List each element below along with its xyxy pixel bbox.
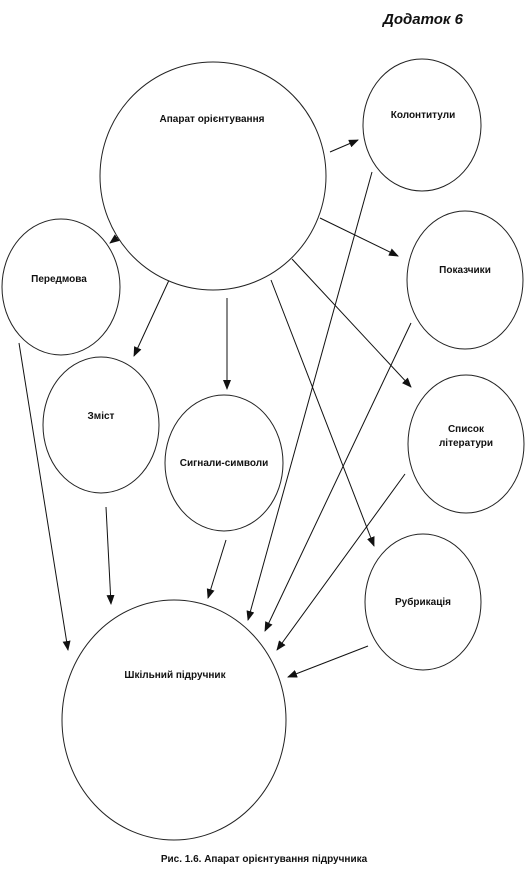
node-kolontytuly: Колонтитули — [362, 58, 482, 192]
node-syhnaly: Сигнали-символи — [164, 394, 284, 532]
node-kolontytuly-label: Колонтитули — [391, 110, 455, 121]
node-rubrykatsiia: Рубрикація — [364, 533, 482, 671]
edge-peredmova-to-pidruchnyk — [18, 342, 71, 651]
edge-aparat-to-pokazhchyky — [319, 217, 399, 257]
node-aparat: Апарат орієнтування — [99, 61, 327, 291]
node-pidruchnyk: Шкільний підручник — [61, 599, 287, 841]
node-peredmova: Передмова — [1, 218, 121, 356]
node-pokazhchyky-label: Показчики — [439, 265, 491, 276]
edge-syhnaly-to-pidruchnyk — [206, 539, 227, 599]
node-syhnaly-label: Сигнали-символи — [180, 458, 268, 469]
node-spysok: Список літератури — [407, 374, 525, 514]
node-aparat-label: Апарат орієнтування — [160, 114, 265, 125]
node-spysok-label-line1: Список — [448, 424, 485, 435]
edge-aparat-to-zmist — [133, 277, 171, 357]
node-pokazhchyky: Показчики — [406, 210, 524, 350]
edge-aparat-to-kolontytuly — [329, 139, 359, 153]
appendix-label: Додаток 6 — [381, 11, 464, 28]
node-zmist: Зміст — [42, 356, 160, 494]
edges — [18, 139, 412, 678]
edge-spysok-to-pidruchnyk — [276, 473, 406, 651]
edge-kolontytuly-to-pidruchnyk — [246, 171, 373, 621]
node-pidruchnyk-label: Шкільний підручник — [124, 670, 226, 681]
edge-aparat-to-rubrykatsiia — [270, 279, 375, 547]
edge-pokazhchyky-to-pidruchnyk — [264, 322, 412, 632]
edge-rubrykatsiia-to-pidruchnyk — [287, 645, 369, 678]
edge-aparat-to-spysok — [291, 258, 412, 388]
edge-zmist-to-pidruchnyk — [105, 506, 115, 605]
node-rubrykatsiia-label: Рубрикація — [395, 596, 451, 608]
node-zmist-label: Зміст — [88, 411, 115, 422]
node-spysok-label-line2: літератури — [439, 438, 493, 449]
figure-caption: Рис. 1.6. Апарат орієнтування підручника — [161, 854, 368, 865]
node-peredmova-label: Передмова — [31, 274, 87, 285]
